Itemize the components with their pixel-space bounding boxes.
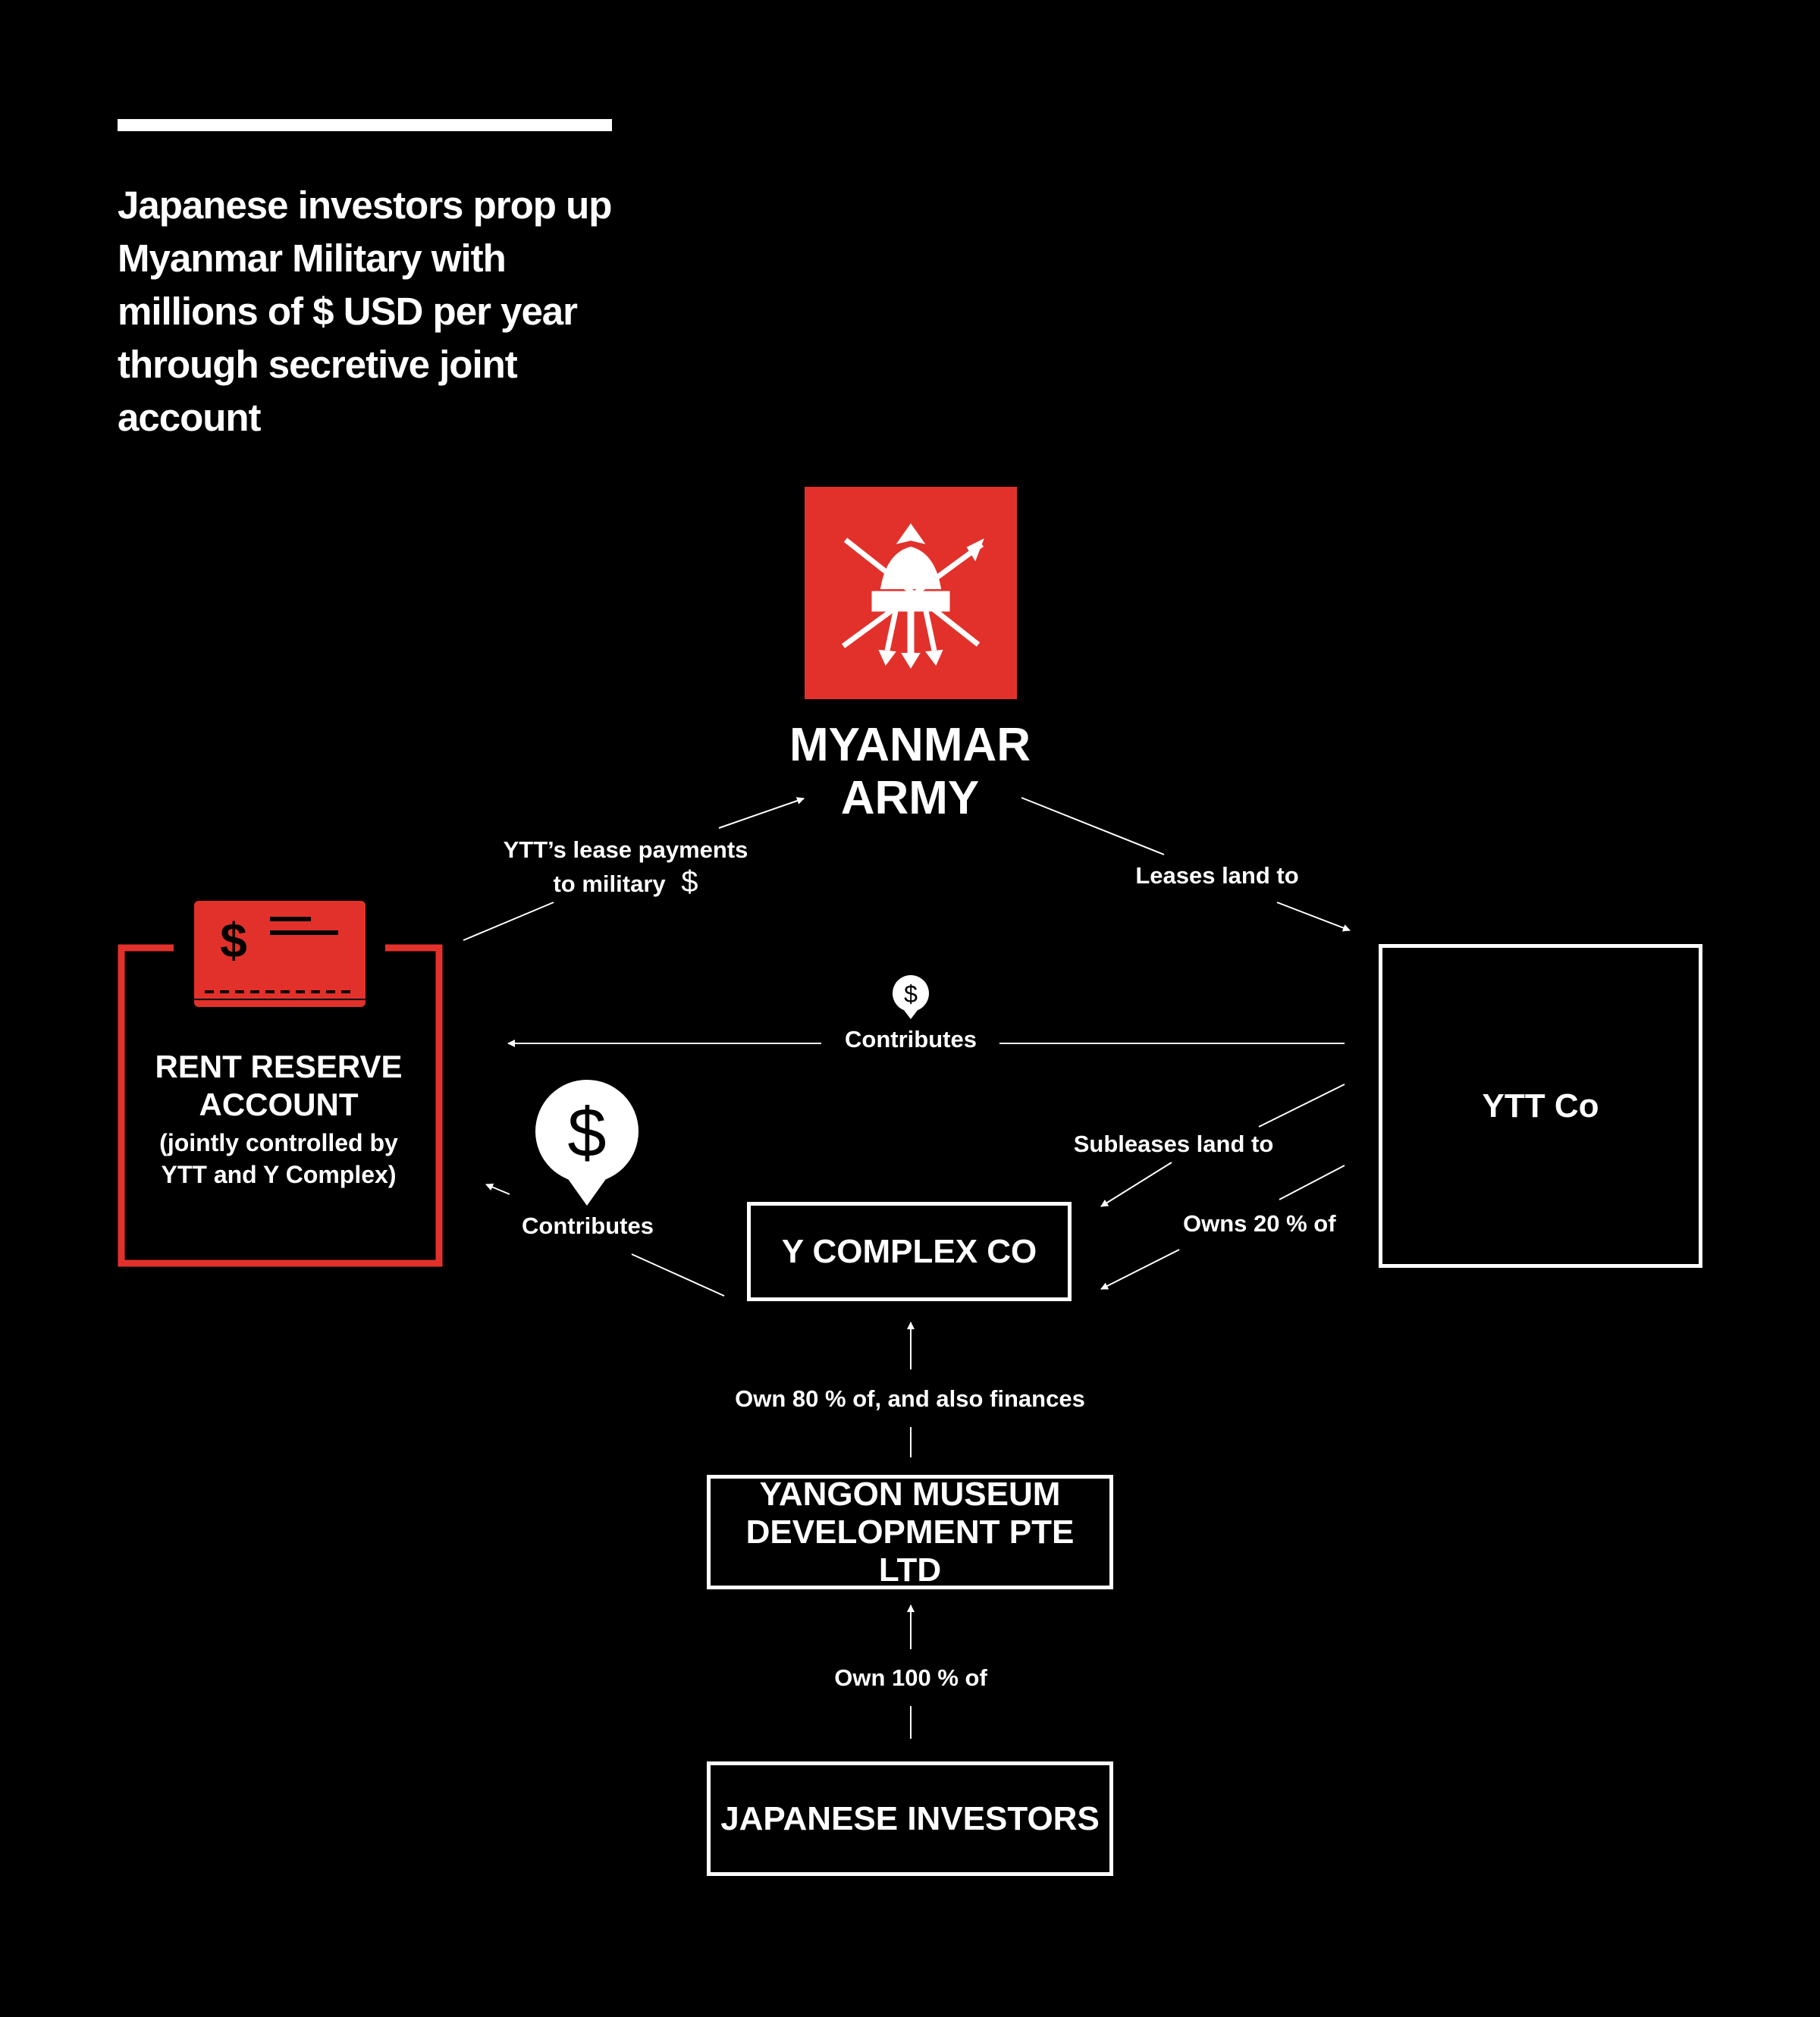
rent-sub-line1: (jointly controlled by — [159, 1129, 398, 1156]
large-pin-dollar: $ — [567, 1094, 606, 1172]
lease-payments-line1: YTT’s lease payments — [503, 836, 748, 863]
dollar-pin-icon: $ — [893, 975, 929, 1019]
label-subleases-land: Subleases land to — [1073, 1131, 1274, 1157]
edge-owns20-lower — [1100, 1249, 1180, 1290]
rent-title-line1: RENT RESERVE — [155, 1049, 403, 1084]
card-dollar-symbol: $ — [220, 913, 247, 968]
edge-contributes-ycomplex-arrow — [485, 1183, 510, 1195]
edge-lease-payments-lower — [463, 902, 554, 941]
label-lease-payments: YTT’s lease payments to military $ — [485, 834, 766, 900]
label-contributes-ytt: Contributes — [845, 1026, 977, 1052]
lease-dollar-icon: $ — [681, 865, 698, 899]
label-owns-20: Owns 20 % of — [1183, 1210, 1336, 1237]
node-myanmar-army-label: MYANMAR ARMY — [758, 719, 1062, 825]
node-yangon-museum: YANGON MUSEUM DEVELOPMENT PTE LTD — [707, 1475, 1113, 1589]
lease-payments-line2: to military $ — [553, 865, 698, 899]
yangon-label-line2: DEVELOPMENT PTE LTD — [745, 1513, 1075, 1589]
rent-reserve-frame — [118, 944, 443, 1267]
yangon-label-line1: YANGON MUSEUM — [759, 1475, 1061, 1513]
edge-owns20-upper — [1279, 1165, 1345, 1200]
edge-contributes-ycomplex — [631, 1253, 725, 1297]
check-card-dollar-icon: $ — [194, 901, 366, 1007]
top-accent-bar — [118, 119, 612, 131]
rent-sub-line2: YTT and Y Complex) — [161, 1161, 397, 1188]
edge-subleases-lower — [1100, 1162, 1172, 1207]
small-pin-dollar: $ — [904, 980, 918, 1008]
dollar-pin-large-icon: $ — [535, 1080, 639, 1206]
y-complex-label: Y COMPLEX CO — [781, 1232, 1037, 1270]
edge-lease-payments-upper — [718, 797, 805, 829]
label-contributes-ycomplex: Contributes — [522, 1212, 654, 1239]
myanmar-army-emblem-icon — [805, 487, 1017, 699]
label-own-80: Own 80 % of, and also finances — [735, 1385, 1085, 1412]
edge-leases-land-lower — [1276, 902, 1351, 932]
japanese-investors-label: JAPANESE INVESTORS — [720, 1799, 1100, 1837]
page-title: Japanese investors prop up Myanmar Milit… — [118, 184, 612, 439]
rent-title-line2: ACCOUNT — [199, 1087, 359, 1122]
army-label-line1: MYANMAR — [789, 719, 1031, 771]
node-ytt-co: YTT Co — [1379, 944, 1702, 1268]
ytt-co-label: YTT Co — [1482, 1087, 1599, 1125]
edge-leases-land-upper — [1021, 797, 1165, 855]
node-y-complex-co: Y COMPLEX CO — [747, 1202, 1072, 1301]
label-leases-land: Leases land to — [1135, 862, 1299, 889]
army-label-line2: ARMY — [840, 772, 980, 824]
node-japanese-investors: JAPANESE INVESTORS — [707, 1761, 1113, 1876]
node-rent-reserve-account: RENT RESERVE ACCOUNT (jointly controlled… — [121, 1048, 436, 1190]
label-own-100: Own 100 % of — [834, 1664, 987, 1691]
edge-subleases-upper — [1258, 1084, 1345, 1128]
